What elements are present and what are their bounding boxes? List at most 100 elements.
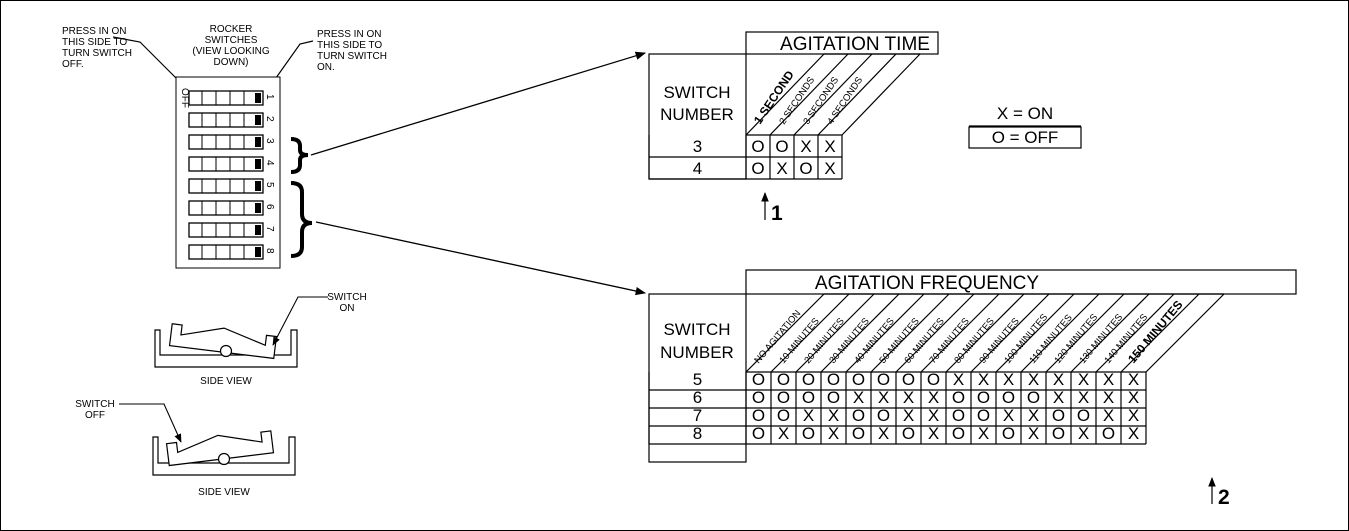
cell-switch-5-col-16: X [1128,370,1139,389]
column-header-divider [895,293,975,373]
cell-switch-5-col-11: X [1003,370,1014,389]
cell-switch-3-col-1: O [751,137,764,156]
arrow-to-agitation-frequency [315,221,647,296]
rocker-switch-4: 4 [188,156,275,172]
cell-switch-8-col-7: O [902,424,915,443]
cell-switch-5-col-5: O [852,370,865,389]
brace-switches-3-4 [290,137,309,174]
cell-switch-6-col-10: O [977,388,990,407]
cell-switch-5-col-6: O [877,370,890,389]
cell-switch-5-col-4: O [827,370,840,389]
column-header-divider [795,293,875,373]
cell-switch-6-col-14: X [1078,388,1089,407]
cell-switch-7-col-6: O [877,406,890,425]
cell-switch-7-col-8: X [928,406,939,425]
column-header-divider [920,293,1000,373]
cell-switch-8-col-2: X [778,424,789,443]
cell-switch-7-col-2: O [777,406,790,425]
cell-switch-6-col-15: X [1103,388,1114,407]
column-header-divider [995,293,1075,373]
press-off-line-1: PRESS IN ON [62,26,126,37]
cell-switch-5-col-13: X [1053,370,1064,389]
switch-number-cell-5: 5 [693,370,702,389]
cell-switch-8-col-4: X [828,424,839,443]
legend-off: O = OFF [992,128,1059,147]
cell-switch-4-col-2: X [776,159,787,178]
rocker-line-2: SWITCHES [205,35,258,46]
cell-switch-8-col-6: X [878,424,889,443]
cell-switch-8-col-13: O [1052,424,1065,443]
switch-number-6: 6 [264,204,275,210]
rocker-switch-1: 1 [188,90,275,106]
cell-switch-7-col-13: O [1052,406,1065,425]
switch-number-2: 2 [264,116,275,122]
rocker-switch-3: 3 [188,134,275,150]
agitation-time-row-header-1: SWITCH [663,83,730,102]
column-header-divider [745,293,825,373]
switch-number-3: 3 [264,138,275,144]
cell-switch-6-col-9: O [952,388,965,407]
cell-switch-8-col-3: O [802,424,815,443]
rocker-switch-5: 5 [188,178,275,194]
side-view-on-pivot [219,344,233,358]
rocker-switch-6: 6 [188,200,275,216]
switch-off-leader [119,403,182,443]
switch-number-8: 8 [264,248,275,254]
column-header-divider [820,293,900,373]
rocker-switches-label: ROCKER SWITCHES (VIEW LOOKING DOWN) [192,24,269,68]
rocker-line-3: (VIEW LOOKING [192,46,269,57]
agitation-time-title: AGITATION TIME [780,34,930,55]
cell-switch-3-col-3: X [800,137,811,156]
cell-switch-5-col-7: O [902,370,915,389]
switch-number-5: 5 [264,182,275,188]
rocker-switches: 1 2 3 4 5 6 7 8 [188,90,275,260]
column-header-divider [845,293,925,373]
cell-switch-6-col-11: O [1002,388,1015,407]
cell-switch-8-col-9: O [952,424,965,443]
switch-number-1: 1 [264,94,275,100]
cell-switch-5-col-14: X [1078,370,1089,389]
switch-off-line-1: SWITCH [75,399,114,410]
side-view-off-housing [152,436,296,476]
cell-switch-7-col-9: O [952,406,965,425]
press-on-leader-arrow [265,40,314,93]
cell-switch-8-col-14: X [1078,424,1089,443]
side-view-switch-on: SWITCH ON SIDE VIEW [154,292,367,387]
column-header-divider [1045,293,1125,373]
cell-switch-7-col-16: X [1128,406,1139,425]
switch-on-line-2: ON [340,303,355,314]
cell-switch-6-col-13: X [1053,388,1064,407]
side-view-off-pivot [217,452,231,466]
switch-number-cell-8: 8 [693,424,702,443]
agitation-frequency-row-header-2: NUMBER [660,343,734,362]
cell-switch-5-col-12: X [1028,370,1039,389]
side-view-switch-off: SWITCH OFF SIDE VIEW [75,399,296,498]
cell-switch-6-col-4: O [827,388,840,407]
switch-number-7: 7 [264,226,275,232]
cell-switch-6-col-2: O [777,388,790,407]
switch-number-cell-7: 7 [693,406,702,425]
column-header-divider [1120,293,1200,373]
switch-on-line-1: SWITCH [327,292,366,303]
switch-on-leader [272,296,328,346]
cell-switch-7-col-5: O [852,406,865,425]
legend-frame [968,126,1082,149]
cell-switch-7-col-12: X [1028,406,1039,425]
cell-switch-7-col-4: X [828,406,839,425]
cell-switch-8-col-16: X [1128,424,1139,443]
cell-switch-5-col-10: X [978,370,989,389]
cell-switch-6-col-7: X [903,388,914,407]
rocker-switch-2: 2 [188,112,275,128]
cell-switch-4-col-4: X [824,159,835,178]
cell-switch-8-col-8: X [928,424,939,443]
cell-switch-6-col-1: O [752,388,765,407]
switch-off-line-2: OFF [85,410,105,421]
column-header-divider [769,53,849,136]
press-off-line-2: THIS SIDE TO [62,37,127,48]
cell-switch-5-col-3: O [802,370,815,389]
agitation-time-row-header-2: NUMBER [660,105,734,124]
press-on-line-2: THIS SIDE TO [317,40,382,51]
